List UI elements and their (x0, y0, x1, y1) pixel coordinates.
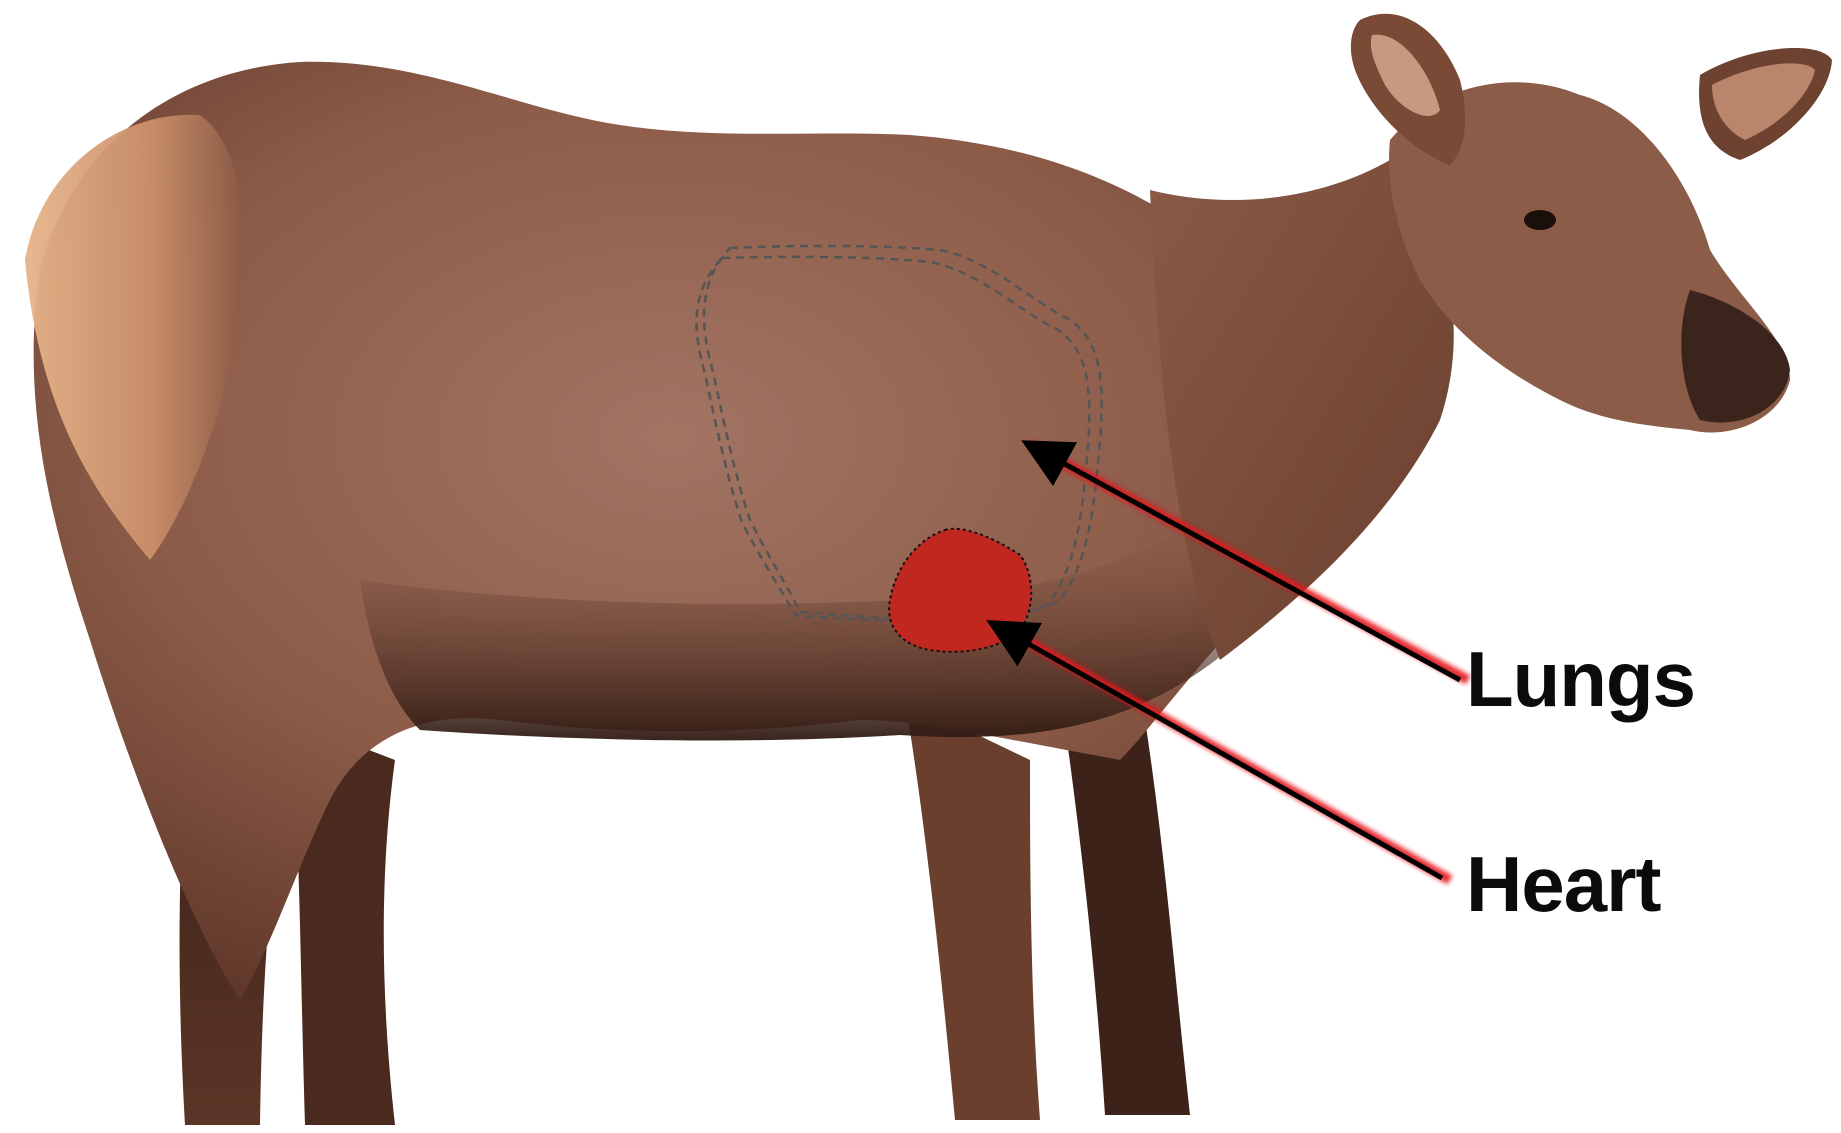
eye (1524, 210, 1556, 230)
heart-pointer (995, 625, 1450, 880)
front-leg-back (905, 700, 1040, 1120)
heart-label: Heart (1466, 845, 1660, 923)
lungs-label: Lungs (1466, 640, 1695, 718)
